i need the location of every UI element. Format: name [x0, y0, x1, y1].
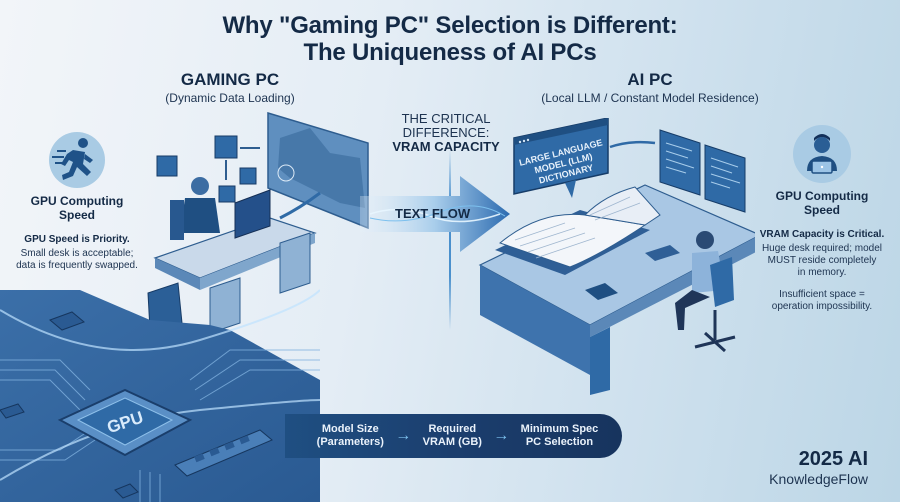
ai-note: Insufficient space = operation impossibi… [771, 289, 873, 312]
llm-dictionary-sign: LARGE LANGUAGE MODEL (LLM) DICTIONARY [513, 118, 609, 198]
pipeline-step-model-size: Model Size (Parameters) [316, 423, 384, 448]
gaming-priority: GPU Speed is Priority. [24, 234, 130, 245]
brand-block: 2025 AI KnowledgeFlow [769, 448, 868, 487]
vram-selection-pipeline: Model Size (Parameters) → Required VRAM … [285, 414, 622, 458]
ai-description: Huge desk required; model MUST reside co… [761, 243, 883, 278]
person-laptop-icon [793, 125, 851, 183]
brand-name: KnowledgeFlow [769, 471, 868, 487]
text-flow-label: TEXT FLOW [395, 206, 471, 221]
running-person-icon [49, 132, 105, 188]
arrow-right-icon: → [493, 427, 510, 444]
gaming-description: Small desk is acceptable; data is freque… [16, 248, 138, 271]
ai-pc-panel: GPU Computing Speed VRAM Capacity is Cri… [752, 125, 892, 313]
pipeline-step-required-vram: Required VRAM (GB) [422, 423, 482, 448]
ai-desk-illustration [478, 129, 755, 395]
ai-priority: VRAM Capacity is Critical. [759, 229, 885, 240]
text-flow-arrow [360, 176, 510, 252]
ai-metric-label: GPU Computing Speed [775, 189, 869, 217]
gaming-pc-header: GAMING PC (Dynamic Data Loading) [150, 70, 310, 105]
critical-difference-label: THE CRITICAL DIFFERENCE: VRAM CAPACITY [392, 111, 500, 154]
ai-pc-heading: AI PC [627, 70, 673, 89]
gaming-desk-illustration [147, 111, 369, 334]
ai-pc-subheading: (Local LLM / Constant Model Residence) [541, 91, 759, 105]
gpu-circuit-board: GPU [0, 289, 320, 502]
brand-year: 2025 AI [798, 448, 868, 470]
ai-pc-header: AI PC (Local LLM / Constant Model Reside… [530, 70, 770, 105]
pipeline-step-pc-selection: Minimum Spec PC Selection [520, 423, 599, 448]
page-title: Why "Gaming PC" Selection is Different: … [0, 12, 900, 66]
arrow-right-icon: → [395, 427, 412, 444]
gaming-pc-subheading: (Dynamic Data Loading) [165, 91, 295, 105]
center-divider [449, 150, 451, 330]
gaming-metric-label: GPU Computing Speed [30, 194, 124, 222]
gaming-pc-panel: GPU Computing Speed GPU Speed is Priorit… [6, 132, 148, 272]
gaming-pc-heading: GAMING PC [180, 70, 280, 89]
title-line-1: Why "Gaming PC" Selection is Different: [222, 12, 678, 39]
title-line-2: The Uniqueness of AI PCs [303, 39, 597, 66]
